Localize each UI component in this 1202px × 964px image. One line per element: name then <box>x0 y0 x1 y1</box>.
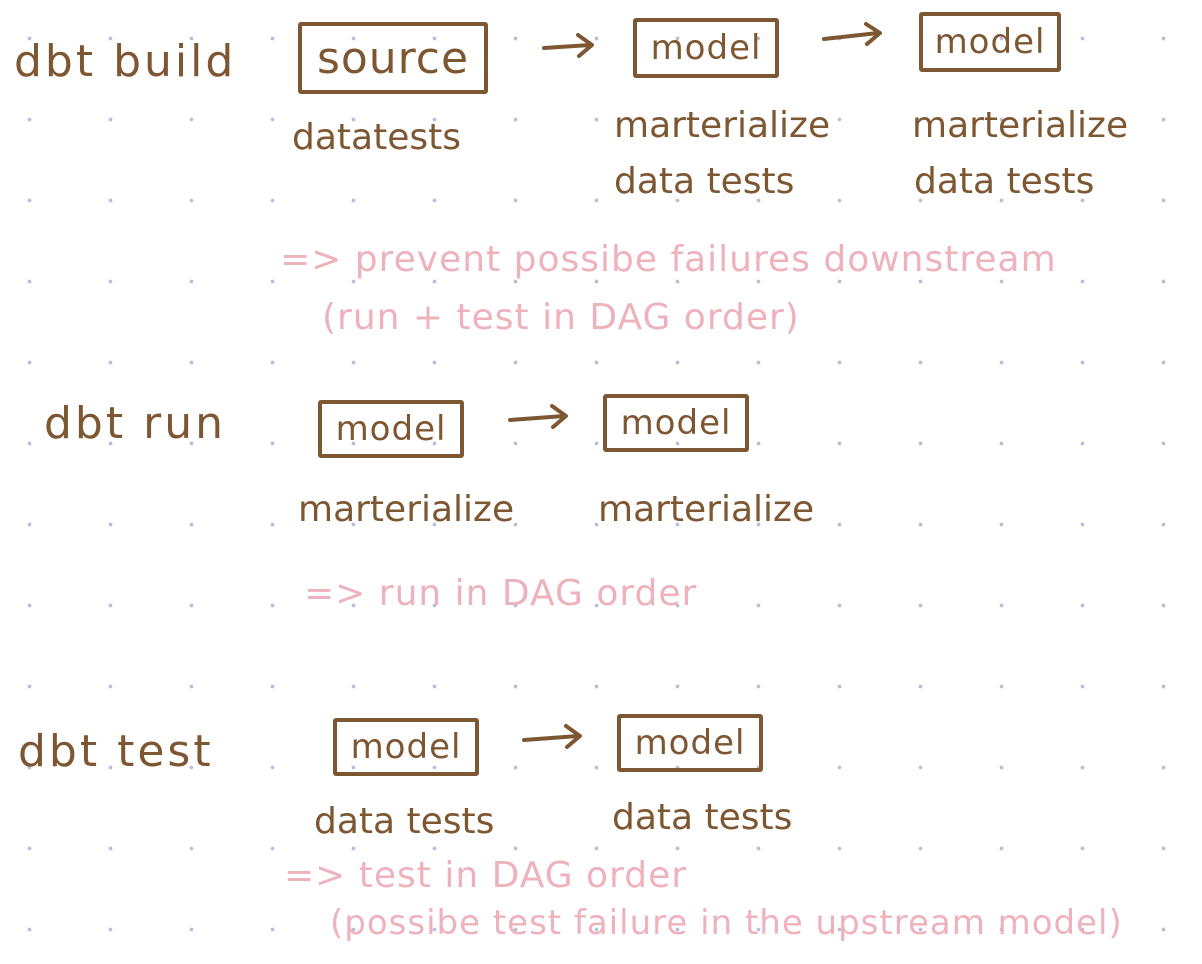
build-command-label: dbt build <box>14 36 237 87</box>
build-model-box-2: model <box>919 12 1061 72</box>
run-model-2-label: marterialize <box>598 489 815 530</box>
test-arrow <box>522 724 582 749</box>
test-note-1: => test in DAG order <box>284 855 688 896</box>
run-model-box-1: model <box>318 400 464 458</box>
build-note-1: => prevent possibe failures downstream <box>280 239 1057 280</box>
build-model-2-label-1: marterialize <box>912 105 1129 146</box>
test-command-label: dbt test <box>18 726 214 777</box>
test-model-2-label: data tests <box>612 797 793 838</box>
build-model-1-label-2: data tests <box>614 161 795 202</box>
build-model-2-label-2: data tests <box>914 161 1095 202</box>
test-note-2: (possibe test failure in the upstream mo… <box>330 903 1123 943</box>
run-note-1: => run in DAG order <box>304 573 698 614</box>
run-arrow <box>508 404 568 429</box>
run-model-1-label: marterialize <box>298 489 515 530</box>
build-source-box: source <box>298 22 488 94</box>
build-note-2: (run + test in DAG order) <box>322 297 800 338</box>
build-arrow-2 <box>822 22 882 46</box>
build-arrow-1 <box>542 33 594 58</box>
test-model-1-label: data tests <box>314 801 495 842</box>
build-model-1-label-1: marterialize <box>614 105 831 146</box>
build-source-label: datatests <box>292 117 461 158</box>
build-model-box-1: model <box>633 18 779 78</box>
run-command-label: dbt run <box>44 398 226 449</box>
run-model-box-2: model <box>603 394 749 452</box>
test-model-box-1: model <box>333 718 479 776</box>
test-model-box-2: model <box>617 714 763 772</box>
